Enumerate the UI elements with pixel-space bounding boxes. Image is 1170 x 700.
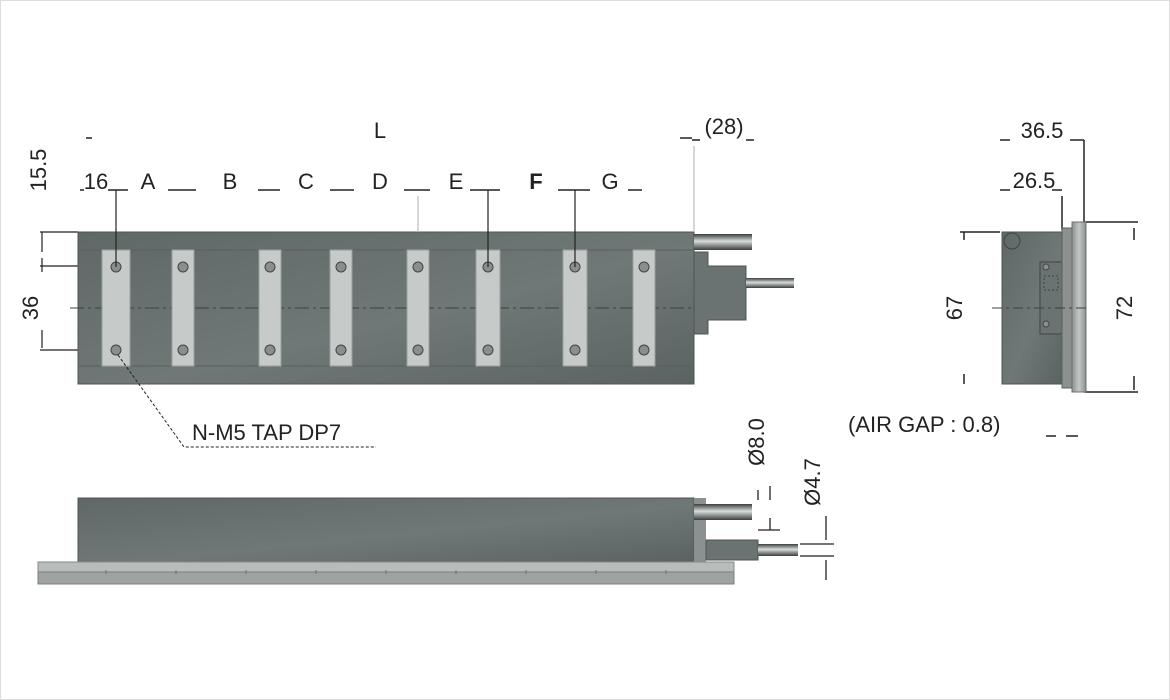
dim-height-plate: 72 <box>1112 296 1137 320</box>
cable-dimension-lines <box>757 486 834 580</box>
dim-first-pitch: 16 <box>84 169 108 194</box>
dim-overhang-label: (28) <box>704 114 743 139</box>
power-cable <box>694 234 752 250</box>
dim-height-body: 67 <box>942 296 967 320</box>
power-cable-front <box>694 504 752 520</box>
side-view: 36.5 26.5 67 72 (AIR GAP : 0.8) <box>848 118 1138 437</box>
plate-ticks <box>105 570 667 574</box>
dim-pitch-c: C <box>298 169 314 194</box>
dim-pitch-b: B <box>223 169 238 194</box>
dim-hole-spacing: 36 <box>18 296 43 320</box>
motor-body-front <box>77 497 695 563</box>
dim-L-label: L <box>374 118 386 143</box>
dim-cable-small: Ø4.7 <box>800 458 825 506</box>
dim-pitch-f: F <box>529 169 542 194</box>
dim-cable-large: Ø8.0 <box>744 418 769 466</box>
cable-housing-front <box>705 539 759 561</box>
sensor-cable <box>746 278 794 288</box>
dim-width-inner: 26.5 <box>1013 168 1056 193</box>
dim-pitch-d: D <box>372 169 388 194</box>
side-holes <box>1042 263 1050 328</box>
dim-pitch-g: G <box>601 169 618 194</box>
hole-extension-lines <box>115 146 695 267</box>
tap-note-leader <box>117 354 376 448</box>
dim-top-offset: 15.5 <box>26 149 51 192</box>
dim-width-total: 36.5 <box>1021 118 1064 143</box>
dim-pitch-a: A <box>141 169 156 194</box>
cable-housing <box>693 251 747 335</box>
front-view: Ø8.0 Ø4.7 <box>37 418 834 585</box>
side-view-dimension-lines <box>960 139 1138 437</box>
air-gap-note: (AIR GAP : 0.8) <box>848 412 1000 437</box>
top-view: L (28) 16 A B C D E <box>18 114 794 448</box>
tap-note: N-M5 TAP DP7 <box>192 420 341 445</box>
magnet-plate-side <box>1071 221 1087 393</box>
dim-pitch-e: E <box>449 169 464 194</box>
sensor-cable-front <box>758 544 798 556</box>
tap-holes <box>110 261 650 356</box>
